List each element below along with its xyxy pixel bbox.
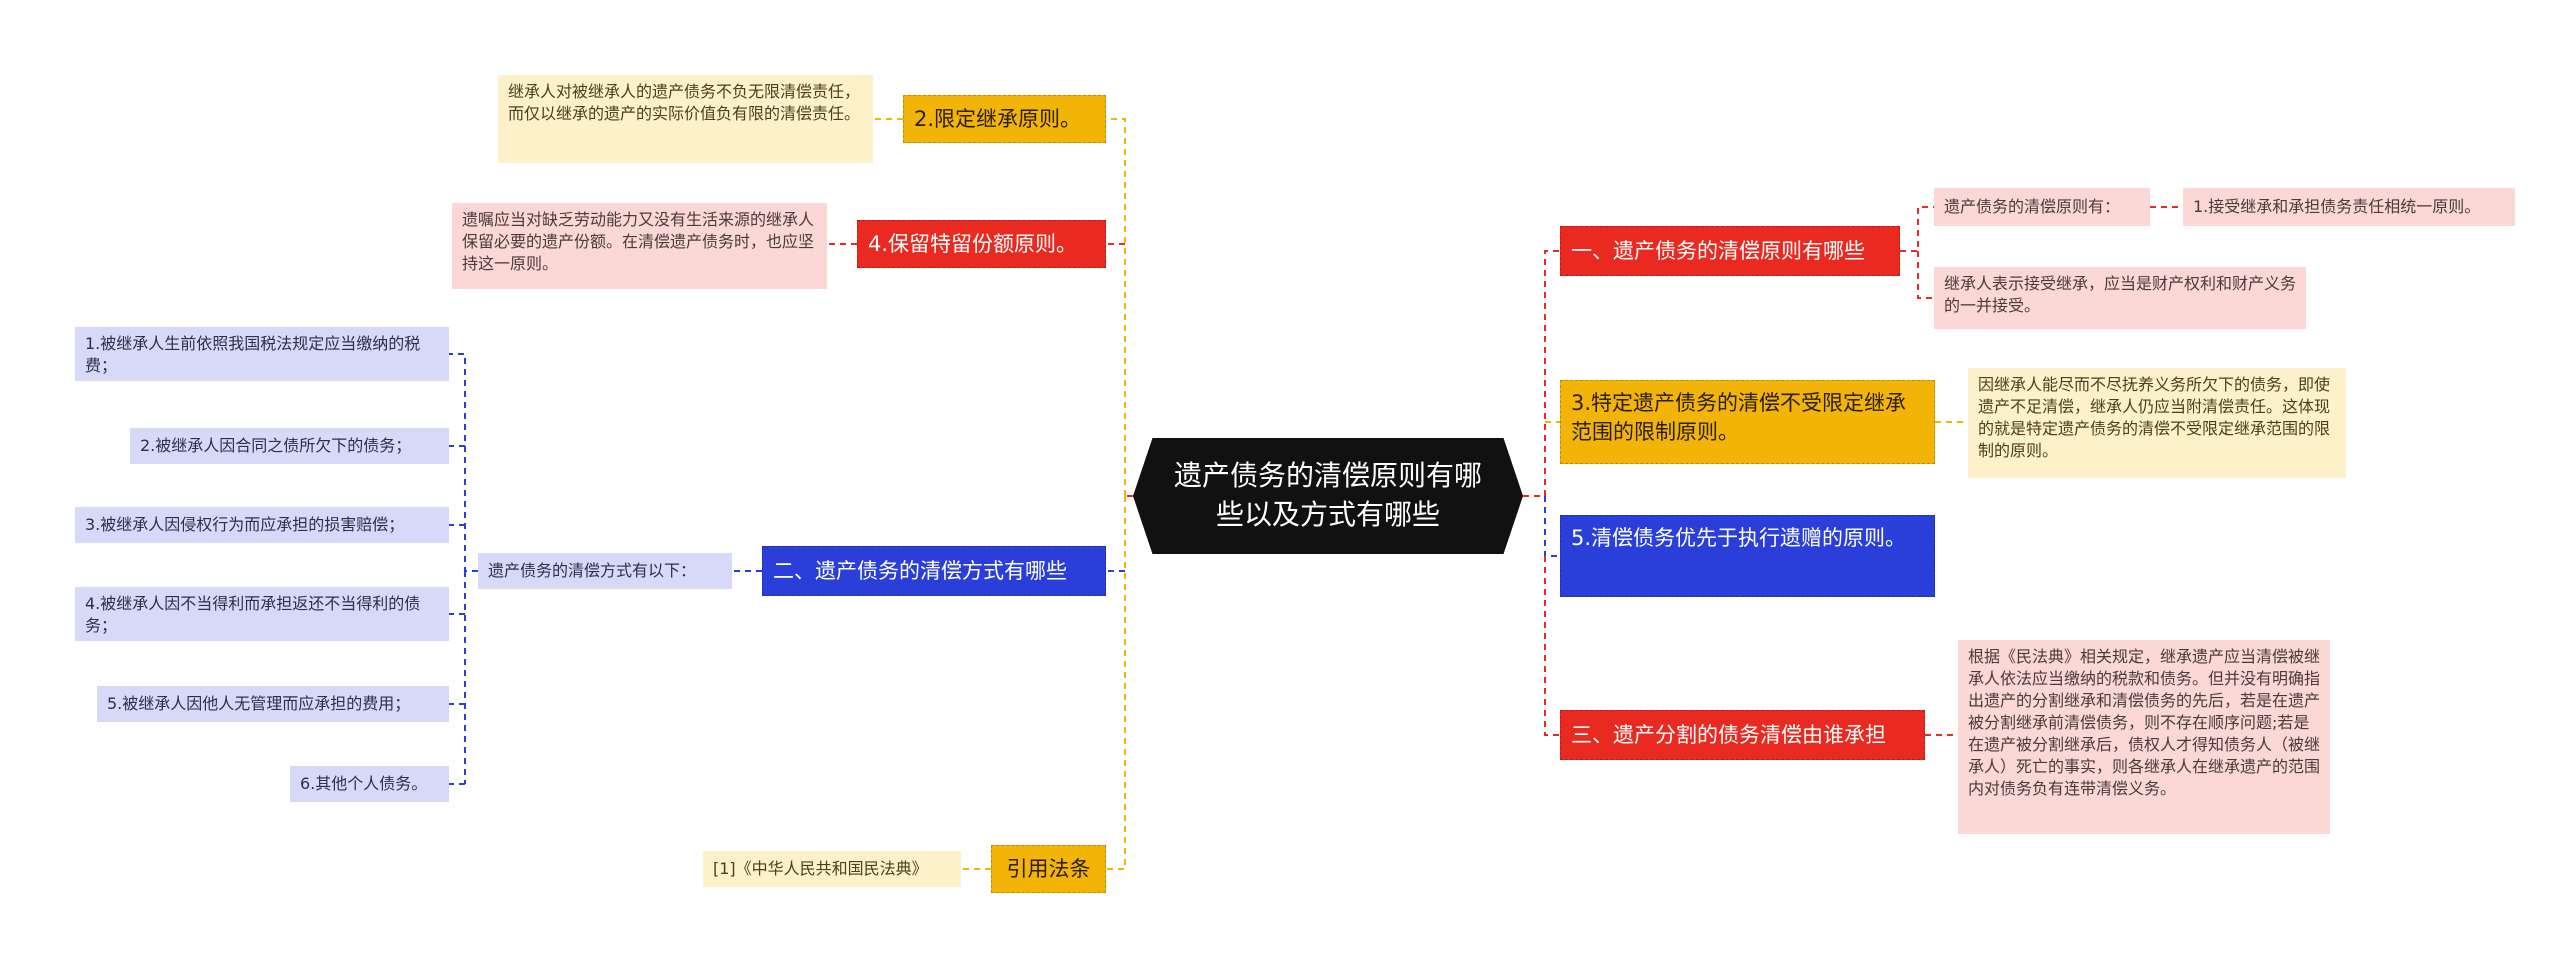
connector-branch1-children — [1900, 206, 1934, 299]
branch-principle-2[interactable]: 2.限定继承原则。 — [903, 95, 1106, 143]
connector-right-trunk-branchc — [1544, 556, 1560, 736]
principle-2-note[interactable]: 继承人对被继承人的遗产债务不负无限清偿责任，而仅以继承的遗产的实际价值负有限的清… — [498, 75, 873, 163]
principle-1[interactable]: 1.接受继承和承担债务责任相统一原则。 — [2183, 188, 2515, 226]
connector-right-trunk-branch1 — [1544, 250, 1560, 496]
method-item-6[interactable]: 6.其他个人债务。 — [290, 766, 449, 802]
connector-items-bracket — [449, 353, 478, 785]
branch-repayment-methods[interactable]: 二、遗产债务的清偿方式有哪些 — [762, 546, 1106, 596]
branch-division-debt[interactable]: 三、遗产分割的债务清偿由谁承担 — [1560, 710, 1925, 760]
branch-principle-5[interactable]: 5.清偿债务优先于执行遗赠的原则。 — [1560, 515, 1935, 597]
central-topic[interactable]: 遗产债务的清偿原则有哪些以及方式有哪些 — [1133, 438, 1523, 554]
method-item-1[interactable]: 1.被继承人生前依照我国税法规定应当缴纳的税费； — [75, 327, 449, 381]
branch-repayment-principles[interactable]: 一、遗产债务的清偿原则有哪些 — [1560, 226, 1900, 276]
principle-1-explanation[interactable]: 继承人表示接受继承，应当是财产权利和财产义务的一并接受。 — [1934, 267, 2306, 329]
connector-left-trunk-branch2 — [1106, 118, 1126, 496]
method-item-5[interactable]: 5.被继承人因他人无管理而应承担的费用； — [97, 686, 449, 722]
cited-law-note[interactable]: [1]《中华人民共和国民法典》 — [703, 851, 961, 887]
connector-right-trunk-branch5 — [1544, 496, 1560, 557]
method-item-2[interactable]: 2.被继承人因合同之债所欠下的债务； — [130, 428, 449, 464]
method-item-3[interactable]: 3.被继承人因侵权行为而应承担的损害赔偿； — [75, 507, 449, 543]
principle-4-note[interactable]: 遗嘱应当对缺乏劳动能力又没有生活来源的继承人保留必要的遗产份额。在清偿遗产债务时… — [452, 203, 827, 289]
principles-intro[interactable]: 遗产债务的清偿原则有： — [1934, 188, 2150, 226]
methods-intro[interactable]: 遗产债务的清偿方式有以下： — [478, 553, 732, 589]
division-debt-note[interactable]: 根据《民法典》相关规定，继承遗产应当清偿被继承人依法应当缴纳的税款和债务。但并没… — [1958, 640, 2330, 834]
branch-principle-3[interactable]: 3.特定遗产债务的清偿不受限定继承范围的限制原则。 — [1560, 380, 1935, 464]
method-item-4[interactable]: 4.被继承人因不当得利而承担返还不当得利的债务； — [75, 587, 449, 641]
connector-left-trunk-law — [1106, 496, 1126, 870]
principle-3-note[interactable]: 因继承人能尽而不尽抚养义务所欠下的债务，即使遗产不足清偿，继承人仍应当附清偿责任… — [1968, 368, 2346, 478]
branch-principle-4[interactable]: 4.保留特留份额原则。 — [857, 220, 1106, 268]
branch-cited-law[interactable]: 引用法条 — [991, 845, 1106, 893]
